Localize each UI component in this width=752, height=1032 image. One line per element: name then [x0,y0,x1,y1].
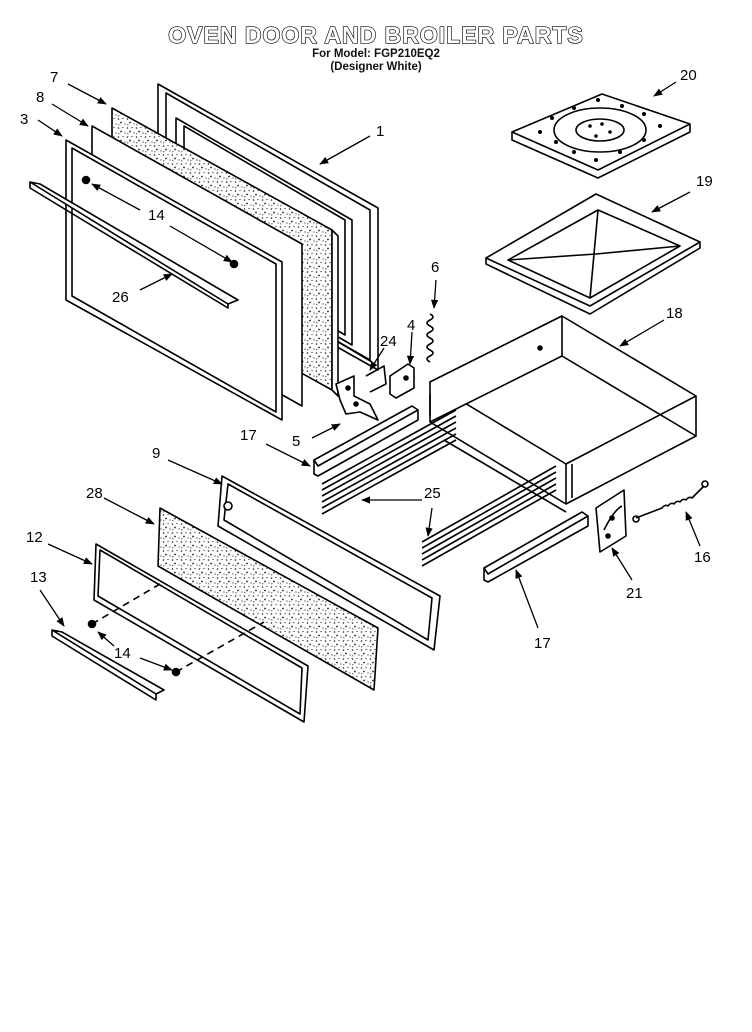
part-3-outer-door-panel [65,139,283,421]
callout-14-upper: 14 [148,207,165,224]
part-16-drawer-spring [632,480,709,523]
part-19-broiler-pan [485,193,701,315]
callout-16: 16 [694,549,711,566]
callout-20: 20 [680,67,697,84]
callout-12: 12 [26,529,43,546]
part-21-drawer-bracket [595,489,627,553]
callout-3: 3 [20,111,28,128]
callout-24: 24 [380,333,397,350]
part-28-drawer-insulation [157,507,379,691]
callout-9: 9 [152,445,160,462]
callout-1: 1 [376,123,384,140]
color-line: (Designer White) [330,61,422,73]
callout-8: 8 [36,89,44,106]
callout-5: 5 [292,433,300,450]
callout-4: 4 [407,317,415,334]
callout-6: 6 [431,259,439,276]
callout-25: 25 [424,485,441,502]
callout-19: 19 [696,173,713,190]
part-17-slide-rail-right [483,511,589,583]
part-12-drawer-front [93,543,309,723]
callout-17-lower: 17 [534,635,551,652]
callout-13: 13 [30,569,47,586]
part-25-broiler-slides [321,394,573,567]
part-18-broiler-drawer [429,315,697,513]
part-20-broiler-pan-grid [511,93,691,179]
model-line: For Model: FGP210EQ2 [312,48,440,60]
mounting-lines [91,583,265,673]
callout-18: 18 [666,305,683,322]
callout-17-upper: 17 [240,427,257,444]
callout-28: 28 [86,485,103,502]
part-26-door-handle [29,175,239,309]
page-title: OVEN DOOR AND BROILER PARTS [168,21,584,48]
part-6-spring [426,313,434,363]
part-9-drawer-gasket [217,475,441,651]
callout-labels: 7 8 3 1 14 26 20 19 6 4 24 18 17 5 9 25 … [20,67,713,662]
callout-26: 26 [112,289,129,306]
callout-21: 21 [626,585,643,602]
callout-14-lower: 14 [114,645,131,662]
callout-7: 7 [50,69,58,86]
part-5-door-hinge [335,375,379,421]
part-24-hinge [365,365,387,393]
header: OVEN DOOR AND BROILER PARTS For Model: F… [0,21,752,74]
part-4-hinge-bracket [389,363,415,399]
leader-lines [37,81,701,671]
part-17-slide-rail-left [313,405,419,477]
